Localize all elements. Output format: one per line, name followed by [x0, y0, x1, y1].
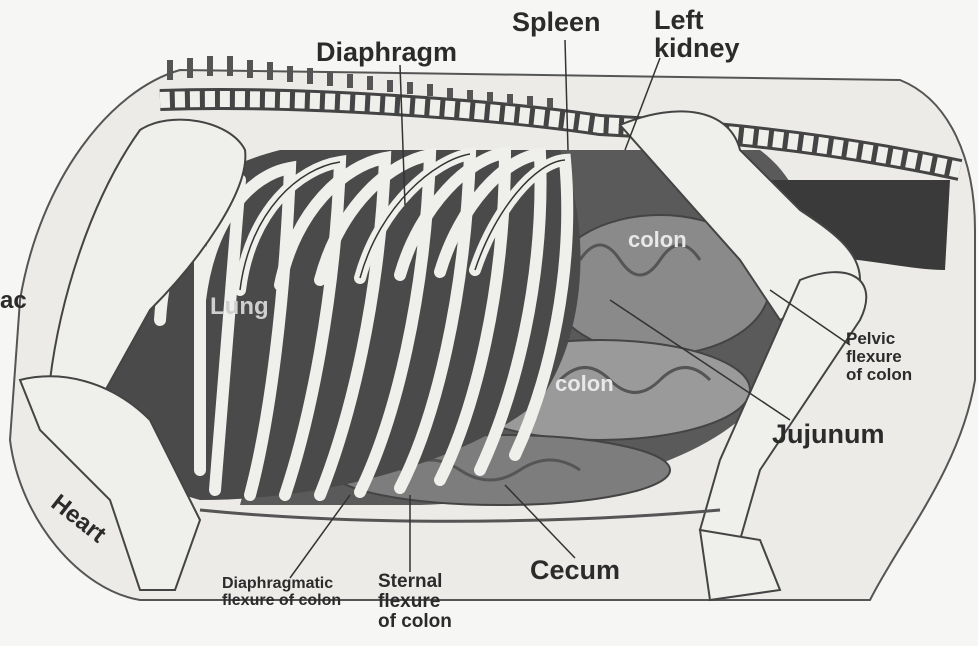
label-colon-lower: colon [555, 372, 614, 395]
label-colon-upper: colon [628, 228, 687, 251]
label-diaphragmatic-line2: flexure of colon [222, 593, 341, 610]
label-sternal-line3: of colon [378, 612, 452, 632]
label-sternal-flexure: Sternal flexure of colon [378, 572, 452, 632]
label-diaphragmatic-line1: Diaphragmatic [222, 576, 341, 593]
label-cecum: Cecum [530, 556, 620, 584]
label-diaphragm: Diaphragm [316, 38, 457, 66]
label-lung: Lung [210, 294, 269, 319]
label-diaphragmatic-flexure: Diaphragmatic flexure of colon [222, 576, 341, 610]
label-pelvic-line2: flexure [846, 348, 912, 366]
label-jujunum: Jujunum [772, 420, 885, 448]
label-left-kidney: Left kidney [654, 6, 740, 63]
label-sternal-line1: Sternal [378, 572, 452, 592]
label-trachea-fragment: ac [0, 288, 27, 313]
label-pelvic-flexure: Pelvic flexure of colon [846, 330, 912, 384]
label-sternal-line2: flexure [378, 592, 452, 612]
label-pelvic-line1: Pelvic [846, 330, 912, 348]
label-pelvic-line3: of colon [846, 366, 912, 384]
label-left-kidney-line2: kidney [654, 34, 740, 62]
label-spleen: Spleen [512, 8, 601, 36]
label-left-kidney-line1: Left [654, 6, 740, 34]
